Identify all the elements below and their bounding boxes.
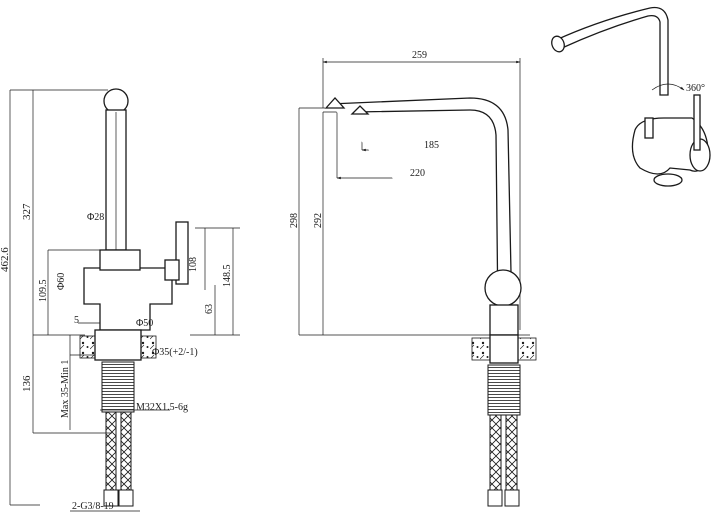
perspective-outlet [551,35,565,53]
dim-hose-thread: 2-G3/8-19 [72,501,114,512]
spout-inner [354,109,499,321]
dim-height-1: 298 [289,213,300,228]
dim-thread: M32X1.5-6g [136,402,188,413]
side-body [489,304,519,336]
dim-hole-diameter: Φ35(+2/-1) [152,347,198,358]
side-thread [487,364,521,416]
perspective-handle [693,94,701,151]
dim-height-2: 292 [313,213,324,228]
side-nut-left [487,489,503,507]
handle-knob [484,269,522,307]
aerator-2 [350,105,370,115]
body-collar [99,249,141,271]
dim-handle-total: 148.5 [222,265,233,288]
dim-outlet-2: 220 [410,168,425,179]
mount-washer-left [79,335,96,359]
side-washer-right [517,337,537,361]
dim-max-thickness: Max 35-Min 1 [60,360,71,418]
mount-base [94,329,142,361]
dim-spout-diameter: Φ28 [87,212,104,223]
mount-washer-right [140,335,157,359]
perspective-view: 360° [551,6,711,187]
hose-nut-right [118,489,134,507]
dim-handle-height: 108 [188,257,199,272]
rotation-arrow [651,83,685,91]
side-hose-right [505,414,518,494]
valve-body [83,267,173,331]
hose-left [105,411,117,493]
hose-nut-left [103,489,119,507]
side-nut-right [504,489,520,507]
side-view: 259 185 220 298 292 [289,50,537,507]
dim-reach: 259 [412,50,427,61]
perspective-lever [644,117,654,139]
side-base [489,334,519,364]
dim-spout-height: 327 [21,203,33,220]
aerator [324,97,346,109]
hose-right [120,411,132,493]
side-washer-left [471,337,491,361]
dim-total-height: 462.6 [0,247,11,272]
perspective-base [653,173,683,187]
perspective-spout [554,6,669,96]
dim-lower-height: 136 [21,375,33,392]
front-view: 462.6 327 136 Φ28 Φ60 109.5 108 148.5 63… [0,88,240,512]
dim-base-diameter: Φ50 [136,318,153,329]
dim-outlet-1: 185 [424,140,439,151]
thread-shank [101,361,135,413]
dim-body-diameter: Φ60 [56,273,67,290]
handle-joint [164,259,180,281]
rotation-label: 360° [686,83,705,94]
dim-body-height: 109.5 [38,280,49,303]
dim-base-step: 5 [74,315,79,326]
dim-base-offset: 63 [204,304,215,314]
side-hose-left [489,414,502,494]
